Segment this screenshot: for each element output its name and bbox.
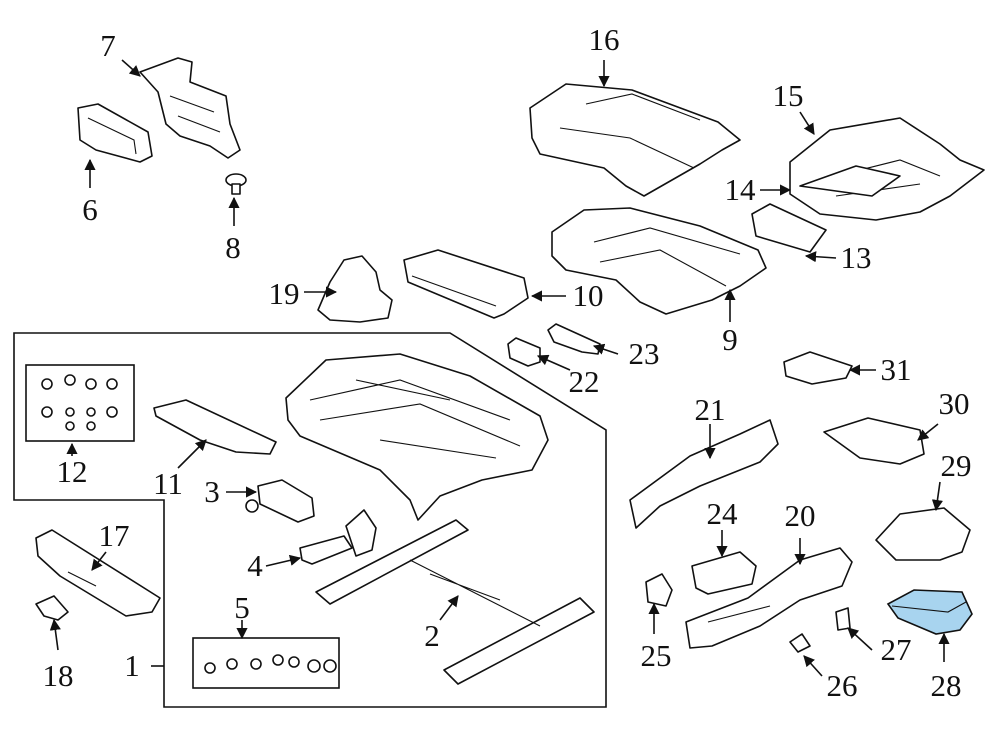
- callout-20: 20: [785, 498, 816, 533]
- part-7-bracket[interactable]: [139, 57, 241, 159]
- part-29-bracket[interactable]: [875, 507, 971, 561]
- part-30-switch[interactable]: [823, 417, 925, 465]
- callout-10: 10: [573, 278, 604, 313]
- callout-15: 15: [773, 78, 804, 113]
- callout-11: 11: [153, 466, 183, 501]
- callout-27: 27: [881, 632, 912, 667]
- part-15-cushion-frame[interactable]: [789, 117, 985, 221]
- callout-9: 9: [722, 322, 738, 357]
- callout-3: 3: [204, 474, 220, 509]
- part-19-trim-cover[interactable]: [317, 255, 393, 323]
- part-18-plug[interactable]: [35, 595, 69, 621]
- part-23-clip[interactable]: [547, 323, 601, 355]
- part-27-cap[interactable]: [835, 607, 851, 631]
- callout-26: 26: [827, 668, 858, 703]
- part-21-shield[interactable]: [629, 419, 779, 529]
- callout-14: 14: [725, 172, 757, 207]
- leader-lines: [49, 59, 950, 677]
- part-14-heating-pad[interactable]: [799, 165, 901, 197]
- callout-4: 4: [247, 548, 263, 583]
- part-22-clip[interactable]: [507, 337, 541, 367]
- callout-23: 23: [629, 336, 660, 371]
- part-6-side-panel[interactable]: [77, 103, 153, 163]
- part-31-motor[interactable]: [783, 351, 853, 385]
- part-5-bolts[interactable]: [204, 654, 337, 674]
- callout-16: 16: [589, 22, 620, 57]
- callout-12: 12: [57, 454, 88, 489]
- callout-24: 24: [707, 496, 739, 531]
- callout-6: 6: [82, 192, 98, 227]
- callout-19: 19: [269, 276, 300, 311]
- callout-31: 31: [881, 352, 912, 387]
- callout-25: 25: [641, 638, 672, 673]
- callout-2: 2: [424, 618, 440, 653]
- part-2-seat-track[interactable]: [315, 519, 595, 685]
- callout-29: 29: [941, 448, 972, 483]
- callout-18: 18: [43, 658, 74, 693]
- part-24-switch[interactable]: [691, 551, 757, 595]
- callout-8: 8: [225, 230, 241, 265]
- hardware-box-5: [192, 637, 340, 689]
- part-3-motor[interactable]: [245, 479, 315, 523]
- callout-21: 21: [695, 392, 726, 427]
- part-10-pad[interactable]: [403, 249, 529, 319]
- callout-30: 30: [939, 386, 970, 421]
- part-17-trim[interactable]: [35, 529, 161, 617]
- part-26-cap[interactable]: [789, 633, 811, 653]
- callout-22: 22: [569, 364, 600, 399]
- part-16-cushion-cover[interactable]: [529, 83, 741, 197]
- callout-1: 1: [124, 648, 140, 683]
- seat-assembly-frame: [13, 332, 607, 708]
- part-25-knob[interactable]: [645, 573, 673, 607]
- callout-17: 17: [99, 518, 130, 553]
- callout-28: 28: [931, 668, 962, 703]
- callout-7: 7: [100, 28, 116, 63]
- part-11-track-cover[interactable]: [153, 399, 277, 455]
- part-1-seat-frame[interactable]: [285, 353, 549, 521]
- part-20-side-panel[interactable]: [685, 547, 853, 649]
- part-13-pad[interactable]: [751, 203, 827, 253]
- part-8-bolt[interactable]: [225, 173, 247, 195]
- callout-labels: 1 2 3 4 5 6 7 8 9 10 11 12 13 14 15 16 1…: [43, 22, 972, 703]
- part-12-hardware[interactable]: [41, 374, 118, 431]
- callout-13: 13: [841, 240, 872, 275]
- part-28-module[interactable]: [886, 589, 973, 635]
- part-4-motor[interactable]: [299, 509, 377, 565]
- hardware-box-12: [25, 364, 135, 442]
- callout-5: 5: [234, 590, 250, 625]
